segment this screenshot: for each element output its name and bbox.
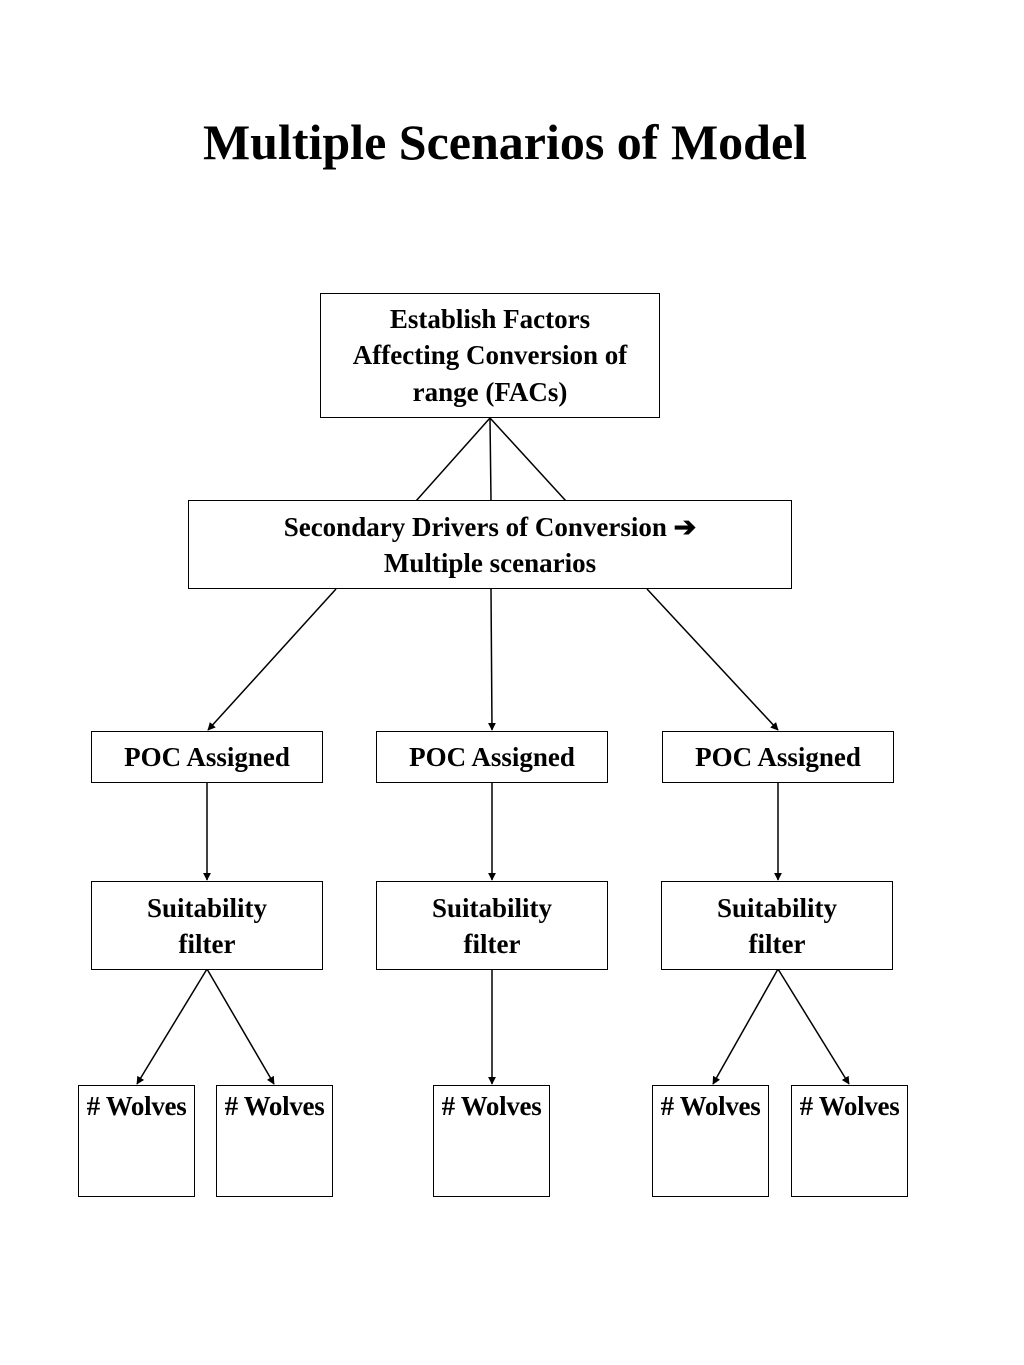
node-establish-factors-line-3: range (FACs): [412, 376, 568, 407]
node-poc-2-label: POC Assigned: [409, 742, 575, 772]
node-wolves-4-label: # Wolves: [660, 1091, 761, 1121]
node-establish-factors-line-2: Affecting Conversion of: [352, 340, 628, 371]
arrow-suitability-1-to-wolves-2: [206, 968, 275, 1085]
arrow-suitability-1-to-wolves-1: [136, 968, 208, 1085]
node-wolves-1-label: # Wolves: [86, 1091, 187, 1121]
node-establish-factors-text: Establish Factors Affecting Conversion o…: [353, 301, 627, 411]
node-wolves-3-label: # Wolves: [441, 1091, 542, 1121]
node-wolves-4: # Wolves: [652, 1085, 769, 1197]
arrow-suitability-3-to-wolves-5: [777, 968, 850, 1085]
node-suitability-1: Suitability filter: [91, 881, 323, 970]
node-secondary-drivers: Secondary Drivers of Conversion ➔ Multip…: [188, 500, 792, 589]
node-secondary-drivers-line-1: Secondary Drivers of Conversion ➔: [283, 511, 697, 542]
node-suitability-3: Suitability filter: [661, 881, 893, 970]
node-wolves-3: # Wolves: [433, 1085, 550, 1197]
node-suitability-2-line-1: Suitability: [431, 892, 553, 923]
node-wolves-5: # Wolves: [791, 1085, 908, 1197]
node-wolves-5-label: # Wolves: [799, 1091, 900, 1121]
connector-facs-left: [415, 417, 491, 502]
node-wolves-1: # Wolves: [78, 1085, 195, 1197]
arrow-drivers-to-poc-2: [487, 588, 496, 731]
node-suitability-3-line-1: Suitability: [716, 892, 838, 923]
node-poc-3: POC Assigned: [662, 731, 894, 783]
node-suitability-2-line-2: filter: [463, 928, 521, 959]
arrow-drivers-to-poc-3: [646, 588, 779, 731]
node-suitability-1-line-1: Suitability: [146, 892, 268, 923]
connector-facs-center: [489, 417, 492, 502]
connector-facs-right: [489, 417, 567, 502]
node-secondary-drivers-text: Secondary Drivers of Conversion ➔ Multip…: [284, 509, 697, 581]
node-wolves-2-label: # Wolves: [224, 1091, 325, 1121]
node-poc-1: POC Assigned: [91, 731, 323, 783]
node-poc-3-label: POC Assigned: [695, 742, 861, 772]
node-secondary-drivers-line-2: Multiple scenarios: [383, 547, 597, 578]
node-poc-1-label: POC Assigned: [124, 742, 290, 772]
node-suitability-1-text: Suitability filter: [147, 890, 267, 962]
node-suitability-2-text: Suitability filter: [432, 890, 552, 962]
node-establish-factors: Establish Factors Affecting Conversion o…: [320, 293, 660, 418]
node-poc-2: POC Assigned: [376, 731, 608, 783]
node-wolves-2: # Wolves: [216, 1085, 333, 1197]
node-establish-factors-line-1: Establish Factors: [389, 303, 591, 334]
node-suitability-3-line-2: filter: [748, 928, 806, 959]
arrow-drivers-to-poc-1: [207, 588, 337, 731]
node-suitability-3-text: Suitability filter: [717, 890, 837, 962]
slide-title: Multiple Scenarios of Model: [202, 114, 808, 170]
node-suitability-1-line-2: filter: [178, 928, 236, 959]
node-suitability-2: Suitability filter: [376, 881, 608, 970]
arrow-suitability-3-to-wolves-4: [712, 968, 779, 1085]
